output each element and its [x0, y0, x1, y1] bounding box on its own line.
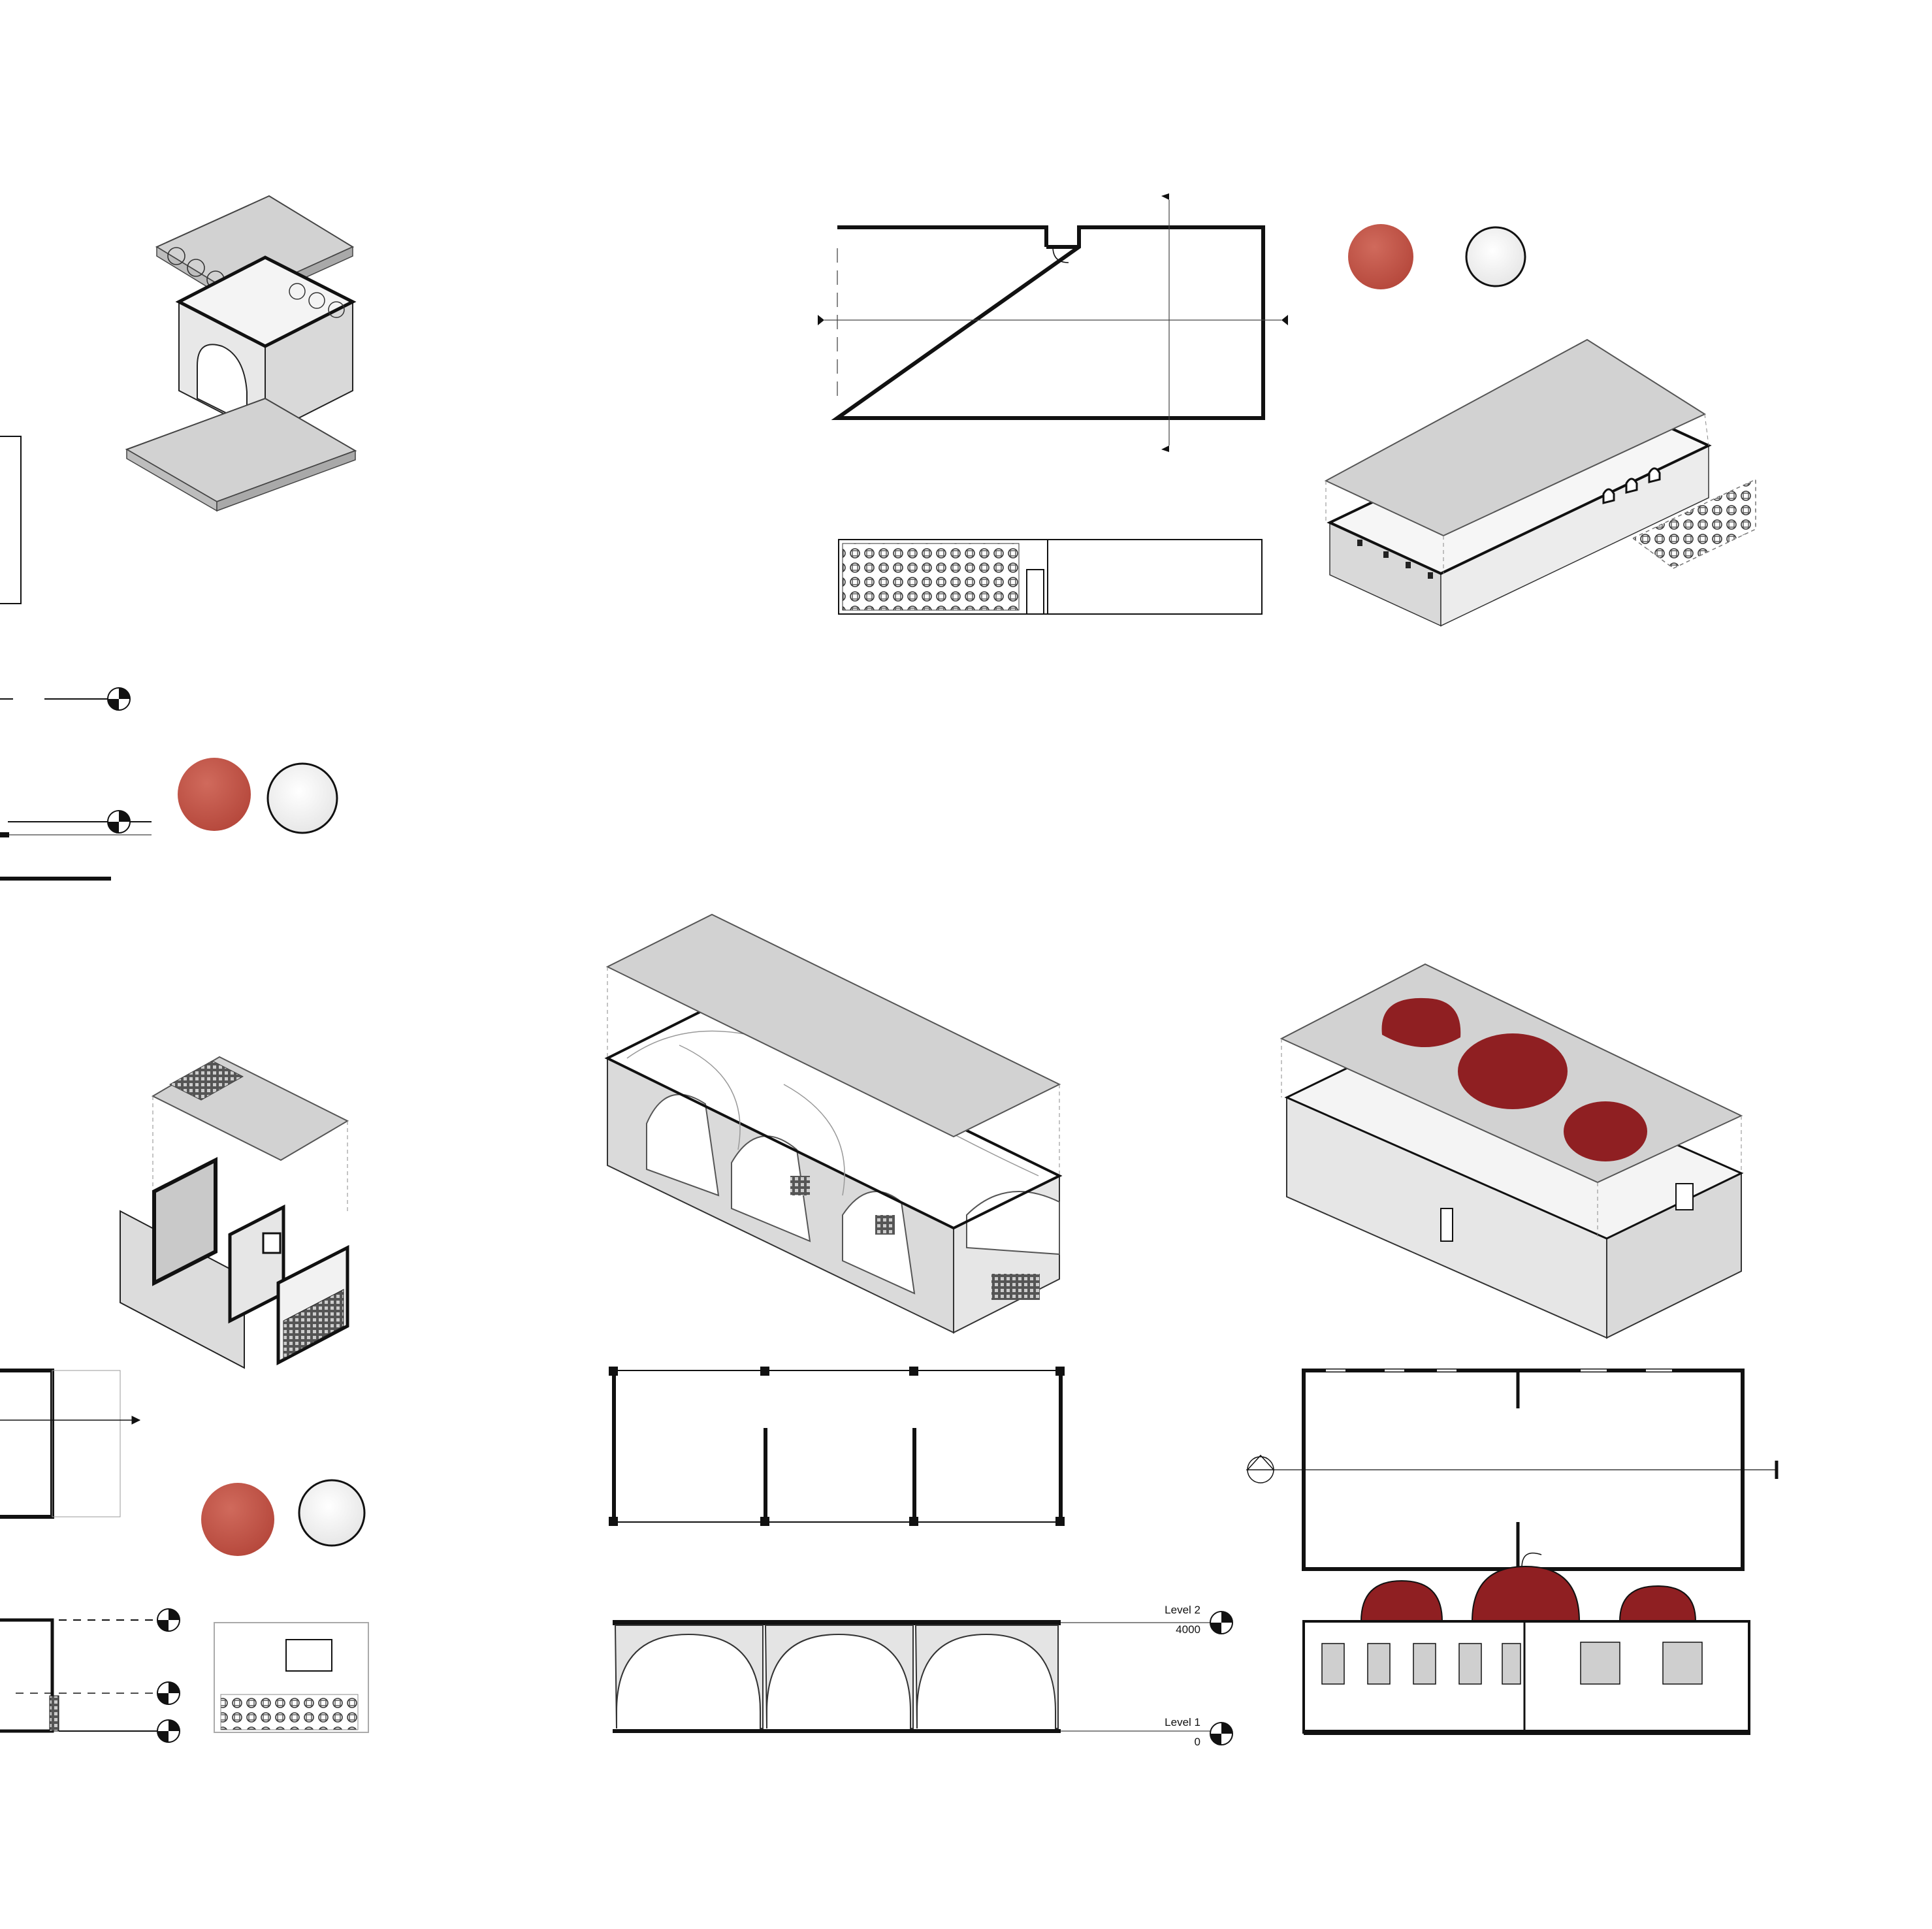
terracotta-swatch-icon: [1348, 224, 1413, 289]
axo-massing-top-right: [1324, 338, 1756, 627]
section-vaulted-bottom-center: Level 2 4000 Level 1 0: [613, 1604, 1215, 1748]
axo-domed-hall-bottom-right: [1280, 963, 1744, 1339]
level-marker-icon: [157, 1719, 180, 1743]
level-marker-icon: [1210, 1722, 1233, 1745]
level-marker-icon: [157, 1681, 180, 1705]
partial-plan-left-edge: [0, 436, 152, 881]
section-arrow-icon: [818, 315, 824, 325]
section-arrow-icon: [1161, 193, 1169, 200]
level-2-elevation: 4000: [1176, 1623, 1200, 1636]
section-arrow-icon: [1161, 446, 1169, 452]
section-arrow-icon: [1281, 315, 1288, 325]
level-marker-icon: [1210, 1611, 1233, 1634]
terracotta-swatch-icon: [178, 758, 251, 831]
level-marker-icon: [157, 1608, 180, 1632]
level-1-name: Level 1: [1165, 1716, 1200, 1728]
elevation-top-center: [838, 539, 1263, 615]
marble-swatch-icon: [1465, 226, 1526, 287]
axo-exploded-room-bottom-left: [120, 1056, 349, 1369]
partial-plan-bottom-left: [0, 1369, 141, 1519]
level-marker-icon: [107, 687, 131, 711]
axo-exploded-cube-top-left: [125, 195, 357, 512]
axo-vaulted-hall-bottom-center: [604, 913, 1063, 1334]
terracotta-swatch-icon: [201, 1483, 274, 1556]
level-1-elevation: 0: [1195, 1736, 1200, 1748]
floor-plan-bottom-center: [609, 1367, 1065, 1526]
floor-plan-top-center: [818, 193, 1288, 452]
level-2-name: Level 2: [1165, 1604, 1200, 1616]
elevation-domed-bottom-right: [1302, 1565, 1750, 1735]
partial-section-bottom-left: [0, 1618, 369, 1733]
marble-swatch-icon: [298, 1479, 366, 1547]
marble-swatch-icon: [266, 762, 338, 834]
level-marker-icon: [107, 810, 131, 834]
section-arrow-icon: [1246, 1454, 1275, 1483]
floor-plan-bottom-right: [1246, 1369, 1779, 1571]
